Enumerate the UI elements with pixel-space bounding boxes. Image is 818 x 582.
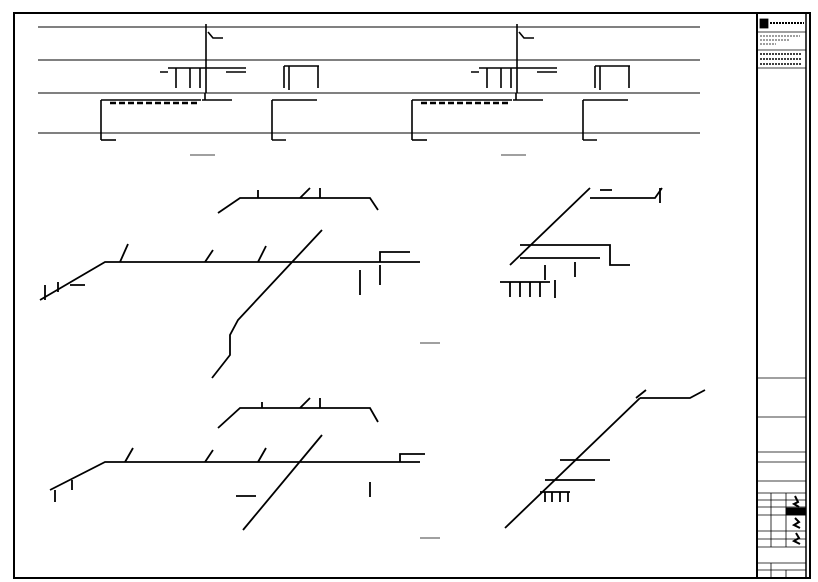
isometric-diagram-1 (39, 187, 440, 379)
drawing-frame (13, 12, 811, 579)
isometric-diagram-2 (500, 187, 663, 298)
riser-diagram-top (38, 22, 700, 157)
title-block (757, 18, 807, 578)
isometric-diagram-3 (49, 397, 440, 539)
isometric-diagram-4 (504, 389, 706, 529)
